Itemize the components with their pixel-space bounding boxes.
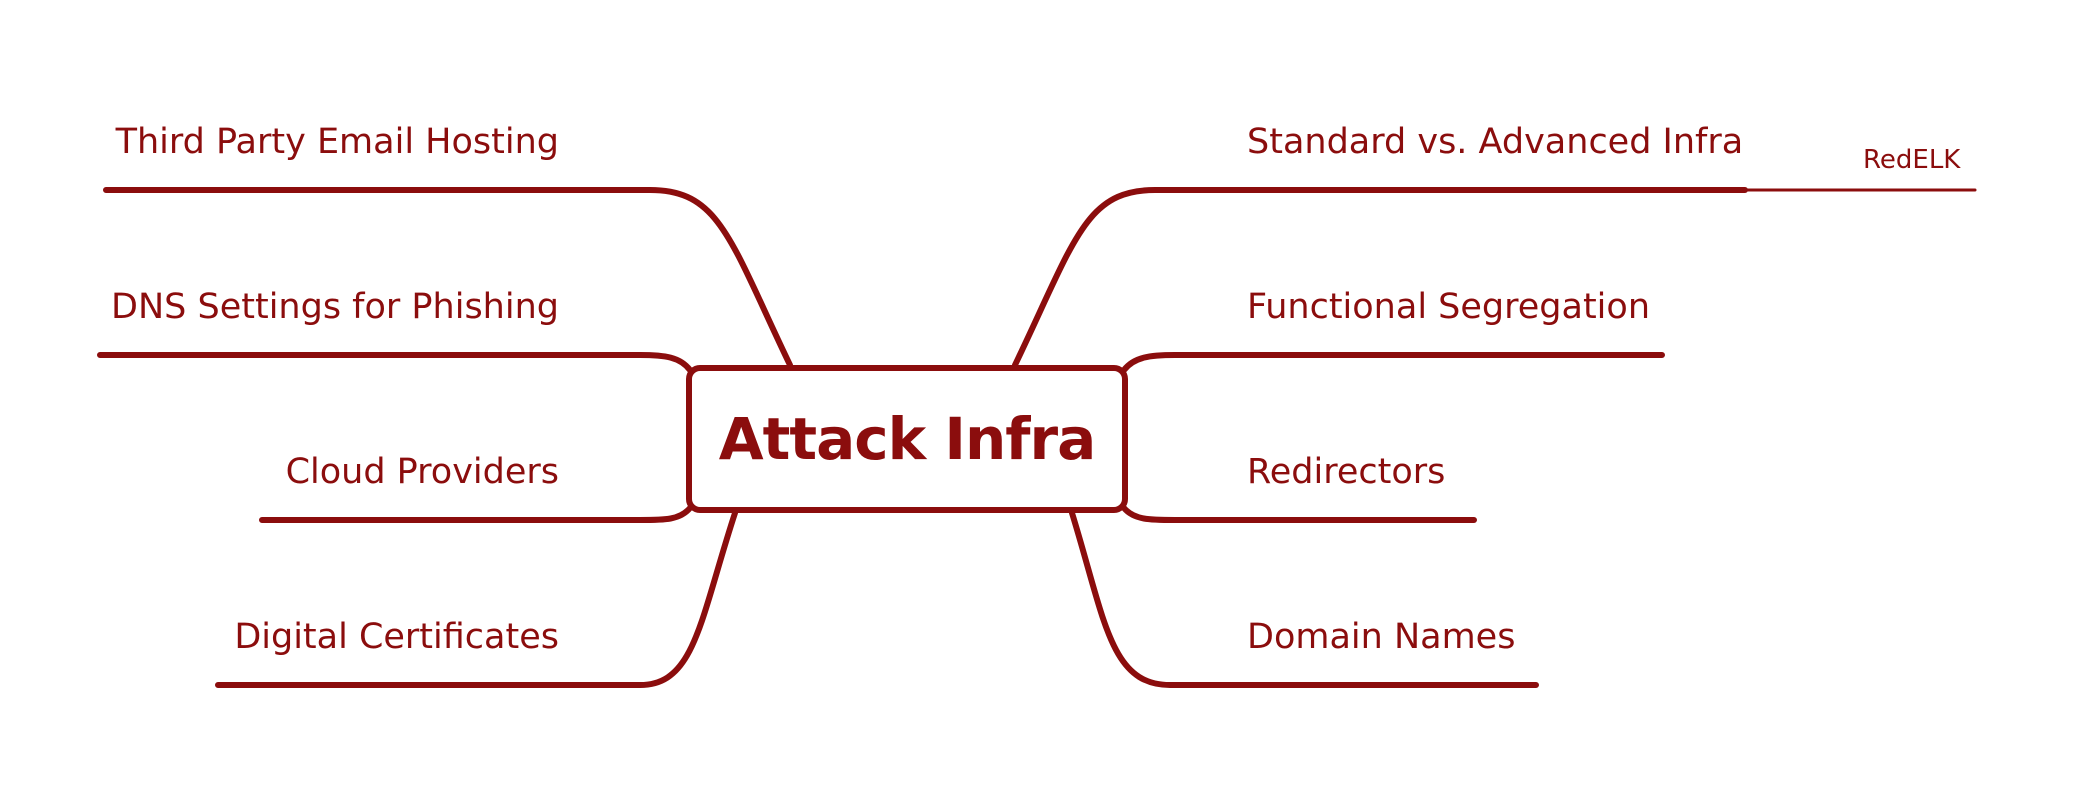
branch-functional-segregation[interactable]: Functional Segregation [1247, 287, 1650, 327]
branch-third-party-email-hosting[interactable]: Third Party Email Hosting [115, 122, 559, 162]
connector-dns-settings [97, 352, 693, 373]
connector-digital-certificates [215, 510, 738, 688]
branch-cloud-providers[interactable]: Cloud Providers [285, 452, 559, 492]
connector-functional-segregation [1121, 352, 1665, 373]
branch-standard-vs-advanced-infra[interactable]: Standard vs. Advanced Infra [1247, 122, 1744, 162]
connector-domain-names [1069, 510, 1539, 688]
connector-cloud-providers [259, 505, 693, 523]
branch-digital-certificates[interactable]: Digital Certificates [234, 617, 559, 657]
connector-redirectors [1121, 505, 1477, 523]
connector-standard-vs-advanced [1012, 187, 1748, 368]
branch-dns-settings-for-phishing[interactable]: DNS Settings for Phishing [111, 287, 559, 327]
subbranch-redelk[interactable]: RedELK [1863, 145, 1961, 175]
central-topic-box[interactable]: Attack Infra [686, 365, 1128, 513]
central-topic-title: Attack Infra [718, 405, 1096, 473]
connector-third-party-email-hosting [103, 187, 793, 368]
branch-domain-names[interactable]: Domain Names [1247, 617, 1516, 657]
branch-redirectors[interactable]: Redirectors [1247, 452, 1446, 492]
